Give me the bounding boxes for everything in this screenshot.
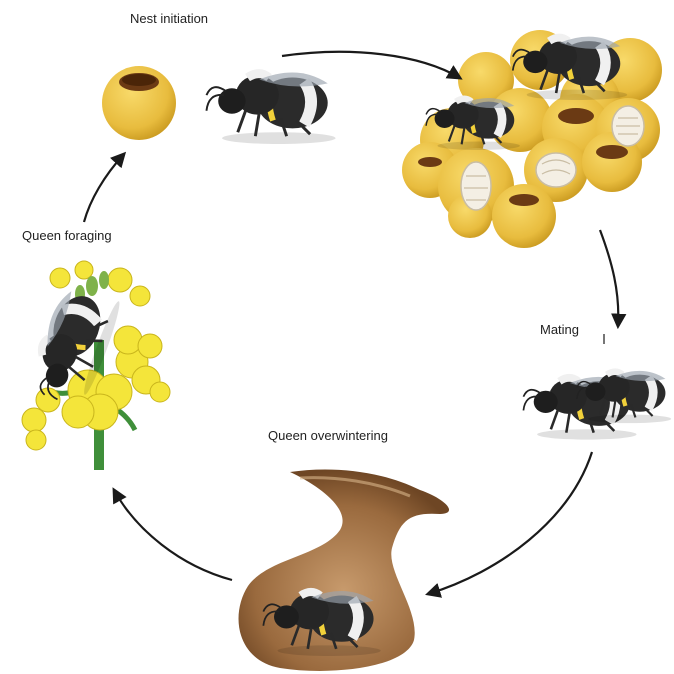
label-queen-foraging: Queen foraging (22, 228, 112, 243)
nest-initiation-illustration (102, 66, 336, 144)
arrow-foraging-to-nest (84, 154, 124, 222)
foraging-flower-illustration (22, 261, 170, 470)
arrow-overwintering-to-foraging (114, 490, 232, 580)
arrow-mating-to-overwintering (428, 452, 592, 594)
colony-brood-cells-illustration (402, 30, 662, 248)
arrow-colony-to-mating (600, 230, 618, 326)
label-queen-overwintering: Queen overwintering (268, 428, 388, 443)
label-nest-initiation: Nest initiation (130, 11, 208, 26)
overwintering-burrow-illustration (239, 469, 450, 670)
arrow-nest-to-colony (282, 52, 460, 78)
label-mating: Mating (540, 322, 579, 337)
queen-bee-icon (206, 73, 335, 144)
mating-bees-illustration (523, 371, 671, 440)
